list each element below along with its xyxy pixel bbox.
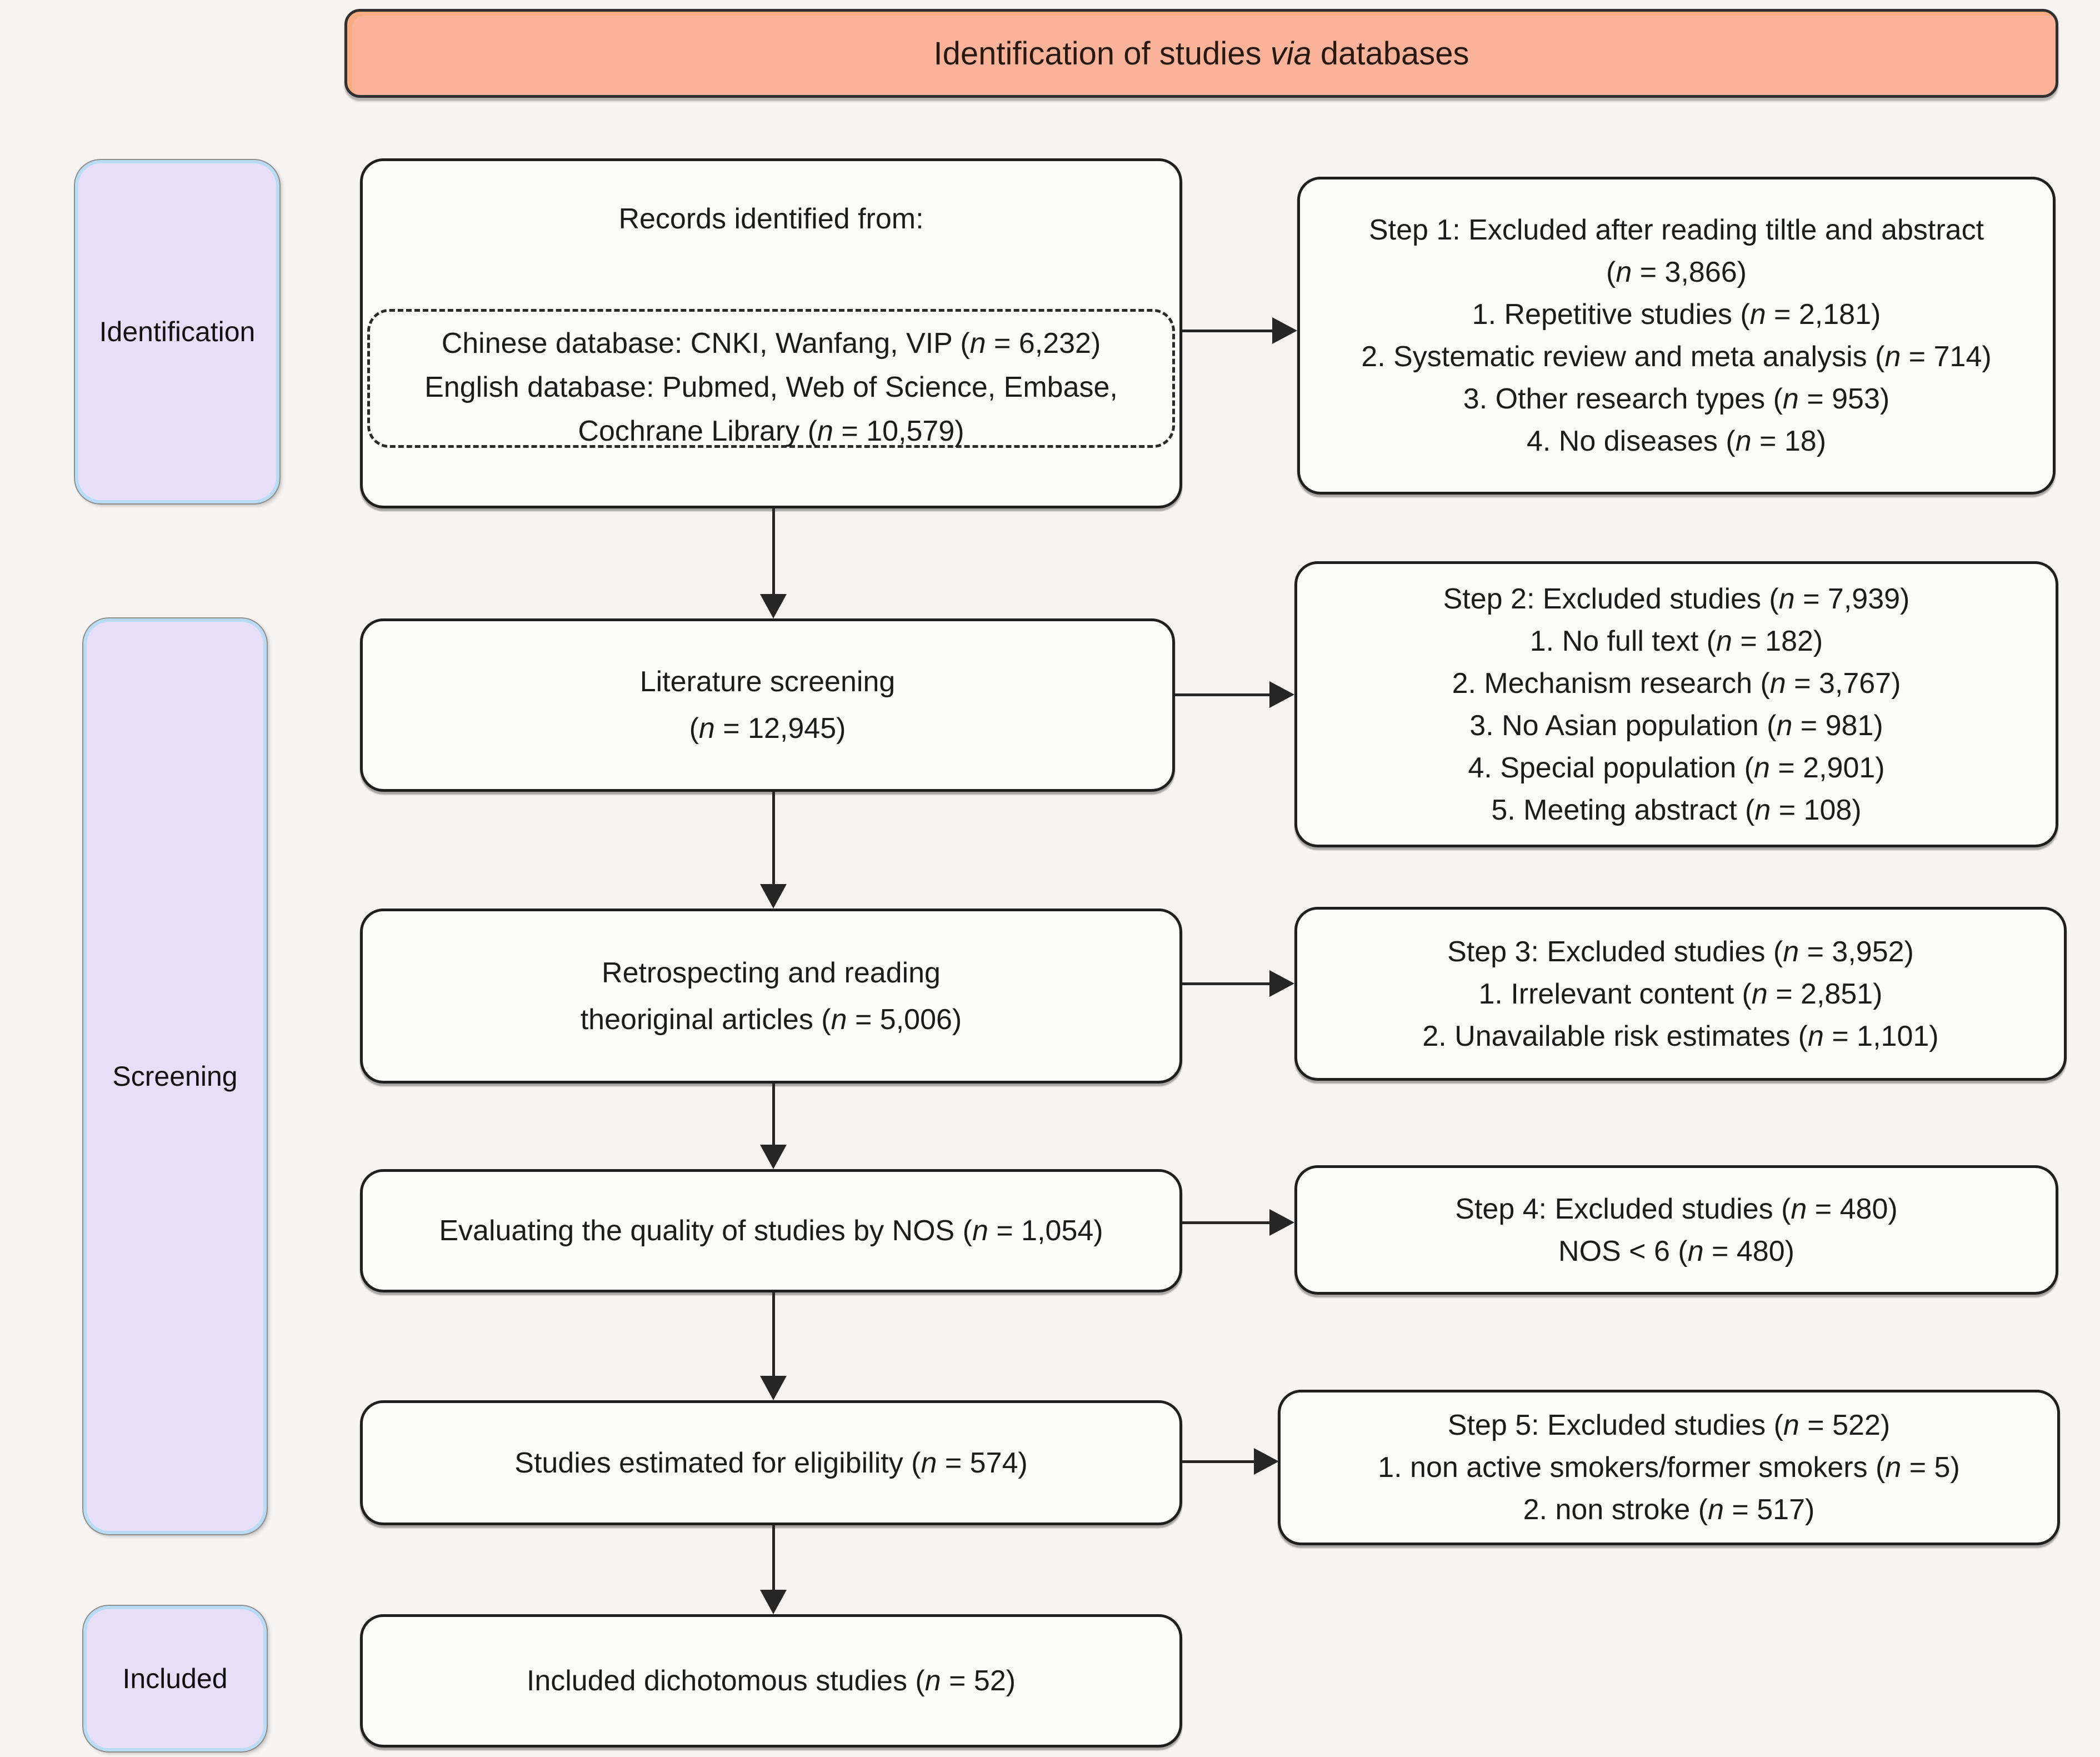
evaluating-quality-box: Evaluating the quality of studies by NOS… — [360, 1169, 1182, 1292]
text-line: (n = 12,945) — [689, 712, 846, 745]
text-line: 3. Other research types (n = 953) — [1463, 383, 1890, 415]
text-line: 2. Mechanism research (n = 3,767) — [1452, 667, 1901, 700]
text-line: NOS < 6 (n = 480) — [1558, 1235, 1794, 1267]
arrow-head — [1272, 317, 1297, 344]
arrow-shaft — [1182, 329, 1272, 332]
arrow-head — [760, 1145, 787, 1169]
text-line: (n = 3,866) — [1606, 256, 1747, 288]
text-line: theoriginal articles (n = 5,006) — [580, 1003, 962, 1036]
banner-title: Identification of studies via databases — [933, 35, 1469, 72]
arrow-shaft — [1182, 1221, 1269, 1224]
arrow-head — [1269, 1209, 1294, 1236]
arrow-evaluating-to-studies — [760, 1292, 787, 1400]
arrow-shaft — [1182, 982, 1269, 985]
text-line: 1. No full text (n = 182) — [1529, 625, 1823, 657]
arrow-shaft — [772, 1525, 775, 1590]
stage-screening: Screening — [82, 617, 268, 1535]
banner-title-suffix: databases — [1311, 35, 1469, 72]
text-line: Included dichotomous studies (n = 52) — [526, 1665, 1016, 1697]
text-line: Step 2: Excluded studies (n = 7,939) — [1443, 582, 1910, 615]
text-line: 4. Special population (n = 2,901) — [1468, 751, 1885, 784]
arrow-studies-to-included — [760, 1525, 787, 1614]
retrospecting-box: Retrospecting and reading theoriginal ar… — [360, 909, 1182, 1084]
text-line: 2. Systematic review and meta analysis (… — [1361, 341, 1992, 373]
arrow-retrospecting-to-step3 — [1182, 970, 1294, 997]
database-line: Cochrane Library (n = 10,579) — [578, 415, 964, 447]
text-line: 3. No Asian population (n = 981) — [1469, 709, 1883, 742]
text-line: 4. No diseases (n = 18) — [1526, 425, 1827, 457]
arrow-head — [760, 1376, 787, 1400]
arrow-shaft — [772, 792, 775, 884]
records-identified-box: Records identified from: Chinese databas… — [360, 158, 1182, 508]
text-line: Step 4: Excluded studies (n = 480) — [1455, 1192, 1898, 1225]
arrow-literature-to-retrospecting — [760, 792, 787, 909]
arrow-shaft — [772, 508, 775, 594]
database-line: Chinese database: CNKI, Wanfang, VIP (n … — [441, 327, 1101, 360]
stage-label: Screening — [112, 1061, 238, 1092]
text-line: Step 3: Excluded studies (n = 3,952) — [1447, 935, 1914, 968]
arrow-head — [1254, 1448, 1279, 1475]
arrow-shaft — [1175, 693, 1269, 696]
step5-excluded-box: Step 5: Excluded studies (n = 522) 1. no… — [1278, 1390, 2060, 1545]
arrow-studies-to-step5 — [1182, 1448, 1279, 1475]
banner: Identification of studies via databases — [344, 9, 2058, 98]
banner-title-prefix: Identification of studies — [933, 35, 1271, 72]
step2-excluded-box: Step 2: Excluded studies (n = 7,939) 1. … — [1294, 561, 2058, 847]
text-line: 1. Repetitive studies (n = 2,181) — [1472, 298, 1881, 331]
stage-included: Included — [82, 1605, 268, 1753]
records-databases-box: Chinese database: CNKI, Wanfang, VIP (n … — [367, 309, 1175, 448]
literature-screening-box: Literature screening (n = 12,945) — [360, 618, 1175, 792]
arrow-records-to-step1 — [1182, 317, 1297, 344]
arrow-head — [760, 1590, 787, 1614]
step4-excluded-box: Step 4: Excluded studies (n = 480) NOS <… — [1294, 1165, 2058, 1295]
arrow-head — [1269, 681, 1294, 708]
step3-excluded-box: Step 3: Excluded studies (n = 3,952) 1. … — [1294, 907, 2067, 1081]
text-line: Studies estimated for eligibility (n = 5… — [514, 1446, 1028, 1479]
text-line: Step 1: Excluded after reading tiltle an… — [1368, 214, 1984, 246]
text-line: 2. non stroke (n = 517) — [1523, 1494, 1815, 1526]
studies-eligibility-box: Studies estimated for eligibility (n = 5… — [360, 1400, 1182, 1525]
text-line: 5. Meeting abstract (n = 108) — [1491, 793, 1862, 826]
arrow-shaft — [1182, 1460, 1254, 1463]
arrow-records-to-literature — [760, 508, 787, 618]
text-line: 1. non active smokers/former smokers (n … — [1378, 1451, 1960, 1484]
text-line: Retrospecting and reading — [602, 956, 941, 989]
text-line: Literature screening — [639, 666, 896, 698]
arrow-evaluating-to-step4 — [1182, 1209, 1294, 1236]
database-line: English database: Pubmed, Web of Science… — [424, 371, 1118, 403]
arrow-head — [760, 884, 787, 909]
step1-excluded-box: Step 1: Excluded after reading tiltle an… — [1297, 177, 2056, 495]
stage-label: Included — [122, 1663, 228, 1694]
arrow-shaft — [772, 1292, 775, 1376]
arrow-head — [760, 594, 787, 618]
banner-title-italic: via — [1270, 35, 1312, 72]
stage-identification: Identification — [74, 159, 281, 505]
stage-label: Identification — [99, 316, 256, 347]
arrow-literature-to-step2 — [1175, 681, 1294, 708]
records-header: Records identified from: — [618, 203, 924, 235]
arrow-shaft — [772, 1084, 775, 1145]
arrow-head — [1269, 970, 1294, 997]
text-line: Step 5: Excluded studies (n = 522) — [1447, 1409, 1891, 1441]
text-line: 2. Unavailable risk estimates (n = 1,101… — [1422, 1020, 1939, 1052]
arrow-retrospecting-to-evaluating — [760, 1084, 787, 1169]
text-line: Evaluating the quality of studies by NOS… — [439, 1215, 1103, 1247]
text-line: 1. Irrelevant content (n = 2,851) — [1478, 977, 1883, 1010]
included-studies-box: Included dichotomous studies (n = 52) — [360, 1614, 1182, 1748]
